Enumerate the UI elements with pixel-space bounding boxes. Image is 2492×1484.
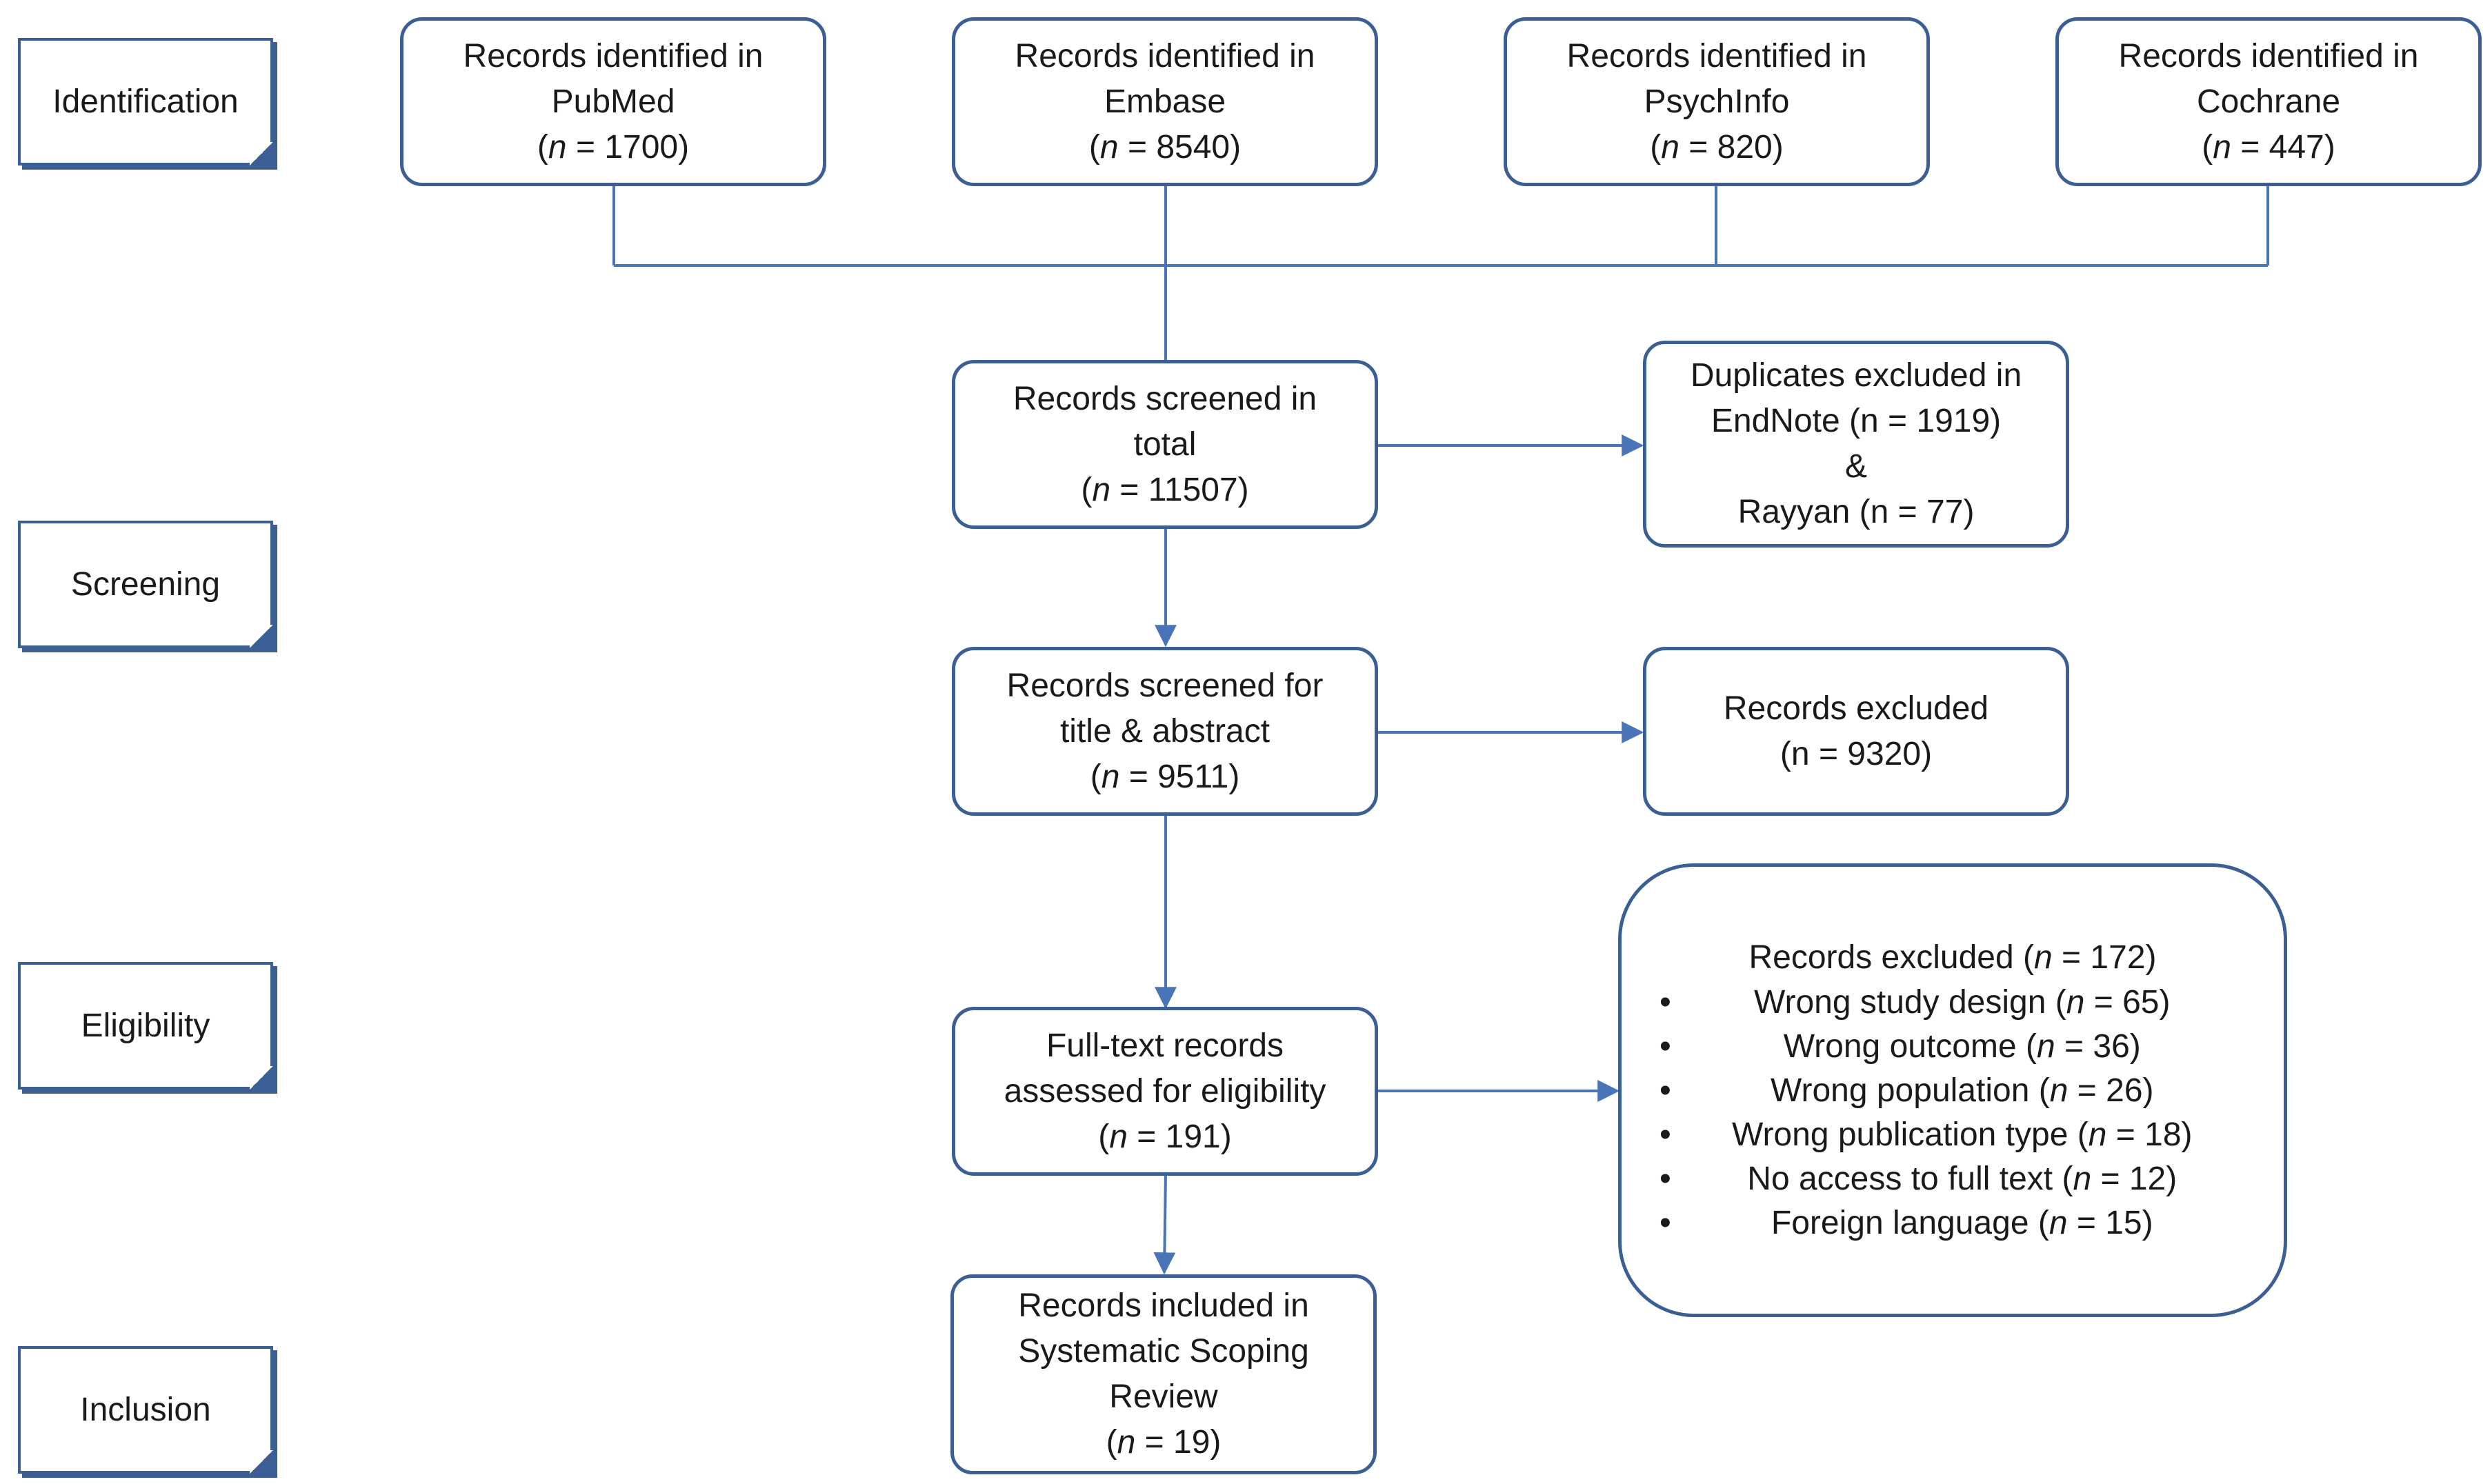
source-count: (n = 8540) bbox=[1088, 128, 1242, 166]
source-box-pubmed: Records identified in PubMed (n = 1700) bbox=[400, 17, 826, 186]
duplicates-rayyan: Rayyan (n = 77) bbox=[1737, 494, 1975, 530]
screened-title-line1: Records screened for bbox=[1006, 667, 1324, 704]
fulltext-line1: Full-text records bbox=[1046, 1027, 1284, 1064]
stage-eligibility-label: Eligibility bbox=[81, 1007, 210, 1044]
source-name: Embase bbox=[1104, 83, 1226, 120]
source-name: PsychInfo bbox=[1644, 83, 1790, 120]
list-item: Wrong study design (n = 65) bbox=[1622, 981, 2193, 1025]
excluded-fulltext-box: Records excluded (n = 172) Wrong study d… bbox=[1618, 863, 2287, 1317]
source-title: Records identified in bbox=[1566, 37, 1867, 74]
screened-total-box: Records screened in total (n = 11507) bbox=[952, 360, 1378, 529]
included-line1: Records included in bbox=[1018, 1287, 1309, 1324]
duplicates-line1: Duplicates excluded in bbox=[1690, 357, 2022, 394]
list-item: Wrong publication type (n = 18) bbox=[1622, 1113, 2193, 1157]
duplicates-box: Duplicates excluded in EndNote (n = 1919… bbox=[1643, 341, 2069, 548]
page-fold-icon bbox=[250, 1066, 273, 1090]
excluded-title-line1: Records excluded bbox=[1723, 690, 1989, 727]
fulltext-box: Full-text records assessed for eligibili… bbox=[952, 1007, 1378, 1176]
fulltext-count: (n = 191) bbox=[1098, 1118, 1232, 1155]
screened-total-line2: total bbox=[1133, 425, 1197, 463]
list-item: Wrong population (n = 26) bbox=[1622, 1069, 2193, 1113]
source-title: Records identified in bbox=[1015, 37, 1315, 74]
page-fold-icon bbox=[250, 1450, 273, 1474]
source-count: (n = 447) bbox=[2202, 128, 2335, 166]
fulltext-line2: assessed for eligibility bbox=[1004, 1072, 1326, 1110]
source-name: PubMed bbox=[551, 83, 675, 120]
list-item: Wrong outcome (n = 36) bbox=[1622, 1025, 2193, 1069]
source-name: Cochrane bbox=[2196, 83, 2341, 120]
list-item: Foreign language (n = 15) bbox=[1622, 1201, 2193, 1245]
page-fold-icon bbox=[250, 142, 273, 166]
stage-identification: Identification bbox=[18, 38, 273, 166]
source-title: Records identified in bbox=[2118, 37, 2419, 74]
included-box: Records included in Systematic Scoping R… bbox=[950, 1274, 1377, 1474]
source-count: (n = 1700) bbox=[537, 128, 690, 166]
arrow-to-included bbox=[1153, 1173, 1176, 1275]
source-box-cochrane: Records identified in Cochrane (n = 447) bbox=[2055, 17, 2482, 186]
screened-total-count: (n = 11507) bbox=[1081, 471, 1249, 508]
included-line2: Systematic Scoping bbox=[1018, 1333, 1309, 1370]
excluded-title-count: (n = 9320) bbox=[1780, 735, 1933, 772]
stage-eligibility: Eligibility bbox=[18, 962, 273, 1090]
included-count: (n = 19) bbox=[1106, 1424, 1222, 1461]
stage-screening: Screening bbox=[18, 521, 273, 648]
screened-title-line2: title & abstract bbox=[1059, 712, 1270, 750]
list-item: No access to full text (n = 12) bbox=[1622, 1157, 2193, 1201]
source-box-embase: Records identified in Embase (n = 8540) bbox=[952, 17, 1378, 186]
source-box-psychinfo: Records identified in PsychInfo (n = 820… bbox=[1504, 17, 1930, 186]
stage-identification-label: Identification bbox=[52, 83, 239, 120]
excluded-title-box: Records excluded (n = 9320) bbox=[1643, 647, 2069, 816]
screened-title-abstract-box: Records screened for title & abstract (n… bbox=[952, 647, 1378, 816]
duplicates-ampersand: & bbox=[1844, 448, 1867, 485]
source-count: (n = 820) bbox=[1650, 128, 1784, 166]
included-line3: Review bbox=[1109, 1378, 1218, 1415]
stage-inclusion: Inclusion bbox=[18, 1346, 273, 1474]
duplicates-endnote: EndNote (n = 1919) bbox=[1711, 403, 2002, 439]
screened-title-count: (n = 9511) bbox=[1090, 758, 1240, 795]
stage-screening-label: Screening bbox=[70, 566, 221, 603]
stage-inclusion-label: Inclusion bbox=[80, 1392, 211, 1428]
exclusion-reasons-list: Wrong study design (n = 65) Wrong outcom… bbox=[1622, 981, 2193, 1245]
screened-total-line1: Records screened in bbox=[1013, 380, 1317, 417]
source-title: Records identified in bbox=[463, 37, 764, 74]
excluded-fulltext-title: Records excluded (n = 172) bbox=[1748, 939, 2157, 976]
page-fold-icon bbox=[250, 625, 273, 648]
